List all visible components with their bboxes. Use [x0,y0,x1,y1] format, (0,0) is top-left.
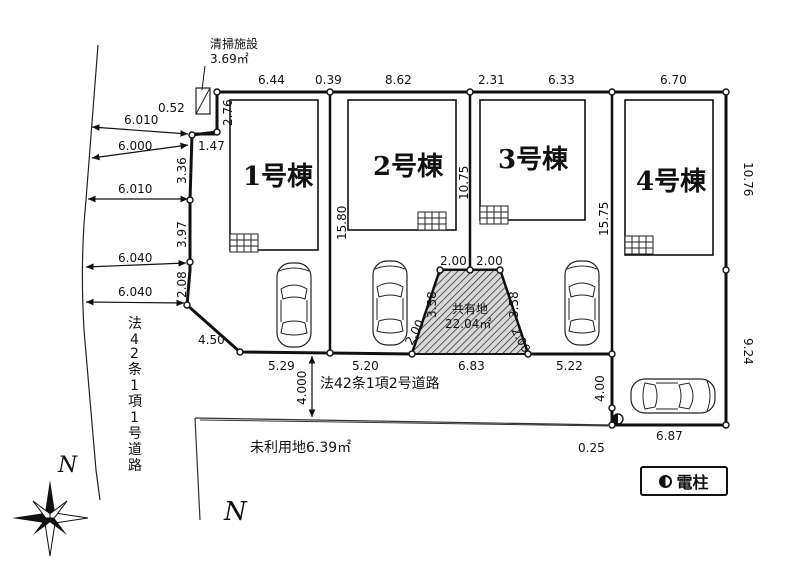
svg-text:1: 1 [130,378,139,394]
road-width-label: 6.040 [118,251,152,265]
dim-label: 3.36 [175,157,189,184]
north-label-large: N [223,497,248,527]
svg-text:法: 法 [128,316,142,332]
svg-text:項: 項 [128,394,142,410]
building-3-label: 3号棟 [498,145,569,175]
stair-icon [479,205,509,225]
svg-text:1: 1 [130,410,139,426]
building-1-label: 1号棟 [243,162,314,192]
dim-label: 5.29 [268,359,295,373]
dim-label: 0.25 [578,441,605,455]
dim-label: 10.76 [741,162,755,196]
utility-pole-icon [612,413,624,425]
dim-label: 10.75 [457,166,471,200]
dim-label: 0.52 [158,101,185,115]
dim-label: 6.70 [660,73,687,87]
car-icon [564,260,600,346]
svg-text:条: 条 [128,361,142,378]
west-road-edge [81,44,101,501]
dim-label: 5.20 [352,359,379,373]
dim-label: 15.75 [597,202,611,236]
car-icon [372,260,408,346]
legend-label: 電柱 [676,473,709,492]
dim-label: 9.24 [741,338,755,365]
road-width-arrows [85,124,189,307]
road-side-label: 法 4 2 条 1 項 1 号 道 路 [128,316,142,474]
building-2 [347,99,457,231]
building-4-label: 4号棟 [636,167,707,197]
dim-label: 3.58 [507,291,521,318]
road-main-label: 法42条1項2号道路 [320,375,440,392]
dim-label: 3.58 [425,291,439,318]
road-width-label: 6.040 [118,285,152,299]
dim-label: 1.47 [198,139,225,153]
road-width-south: 4.000 [295,371,309,405]
facility-name: 清掃施設 [210,36,258,51]
dim-label: 6.33 [548,73,575,87]
svg-text:道: 道 [128,442,142,458]
svg-text:2: 2 [130,346,139,362]
dim-label: 8.62 [385,73,412,87]
boundary-points [183,88,730,429]
common-land-area: 22.04㎡ [445,317,491,331]
road-width-label: 6.000 [118,139,152,153]
road-width-label: 6.010 [118,182,152,196]
building-4 [624,99,714,256]
dim-label: 4.50 [198,333,225,347]
road-width-label: 6.010 [124,113,158,127]
dim-label: 2.08 [175,271,189,298]
car-icon [630,378,716,414]
dim-label: 3.97 [175,221,189,248]
car-icon [276,262,312,348]
dim-label: 5.22 [556,359,583,373]
dim-label: 15.80 [335,206,349,240]
compass-icon [12,480,89,557]
south-road-edge [194,417,611,426]
stair-icon [624,235,654,255]
north-label: N [57,453,78,478]
dim-label: 0.39 [315,73,342,87]
svg-text:4: 4 [130,332,139,348]
stair-icon [417,211,447,231]
dim-label: 6.87 [656,429,683,443]
dim-label: 2.31 [478,73,505,87]
common-land-name: 共有地 [452,302,488,316]
building-2-label: 2号棟 [373,152,444,182]
dim-label: 6.44 [258,73,285,87]
building-3 [479,99,586,221]
dim-label: 2.76 [221,99,235,126]
unused-land-label: 未利用地6.39㎡ [250,440,351,456]
building-1 [229,99,319,251]
dim-label: 4.00 [593,375,607,402]
facility-area: 3.69㎡ [210,52,249,66]
legend: 電柱 [640,466,728,496]
dim-label: 2.00 [440,254,467,268]
dim-label: 6.83 [458,359,485,373]
svg-text:号: 号 [128,426,142,442]
dim-label: 2.00 [476,254,503,268]
utility-pole-icon [659,474,673,488]
svg-text:路: 路 [128,458,142,474]
stair-icon [229,233,259,253]
